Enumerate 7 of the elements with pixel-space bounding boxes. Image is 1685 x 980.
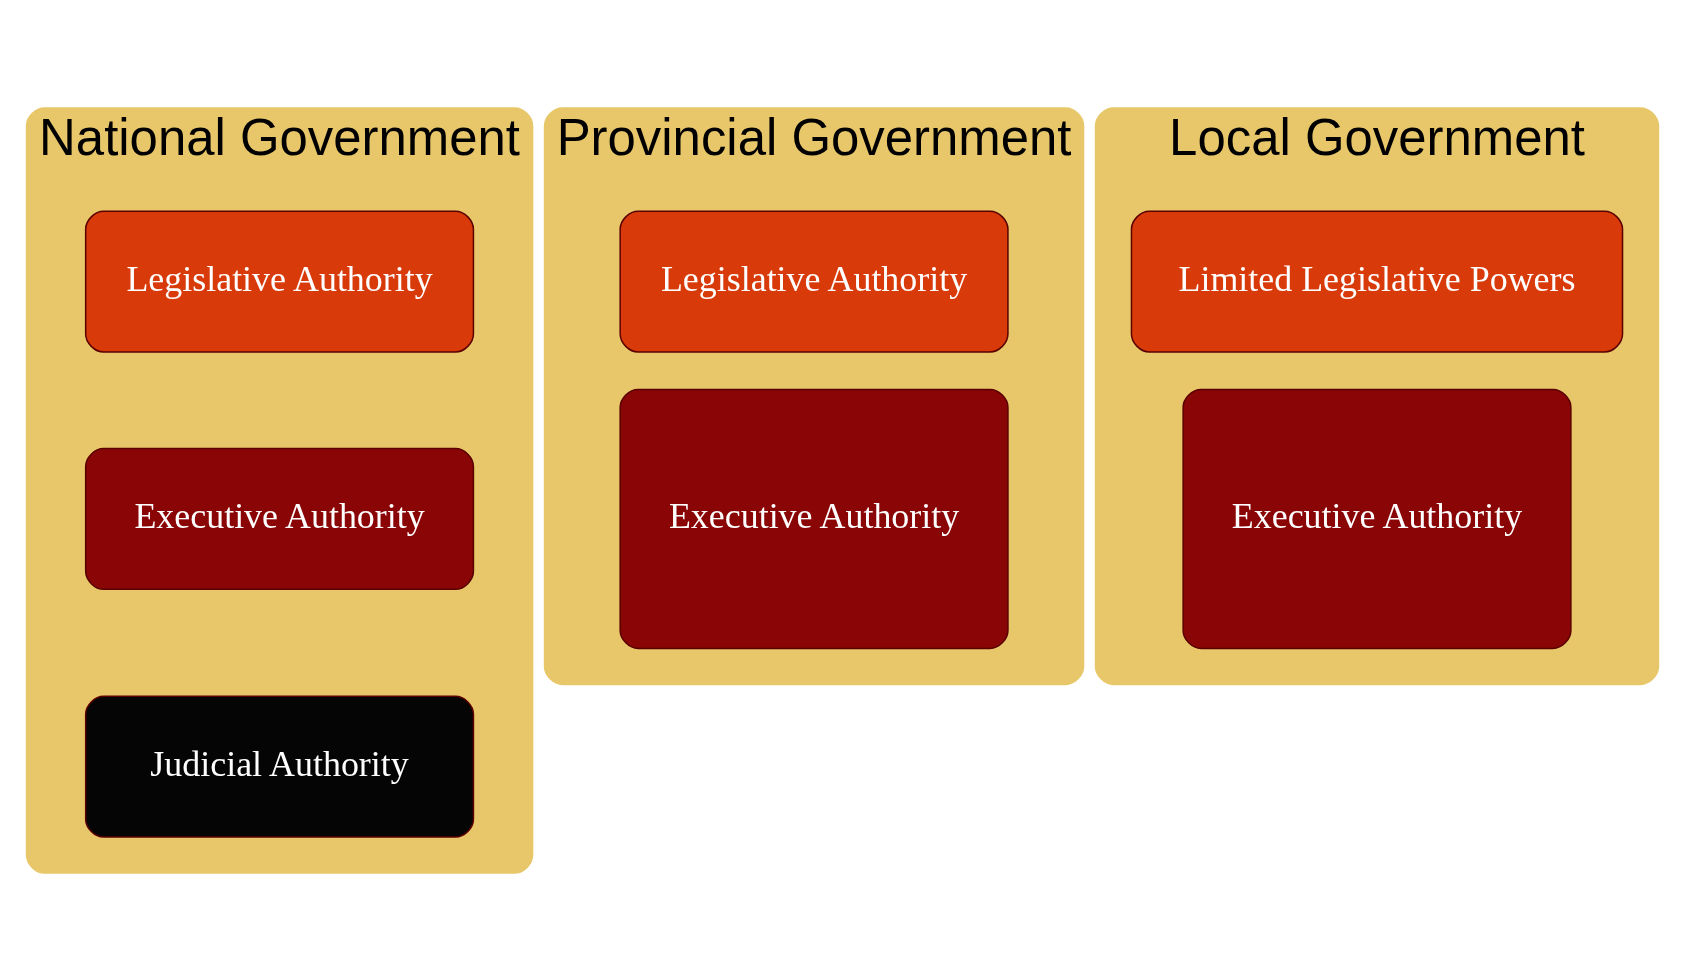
node-box: Legislative Authority — [619, 210, 1009, 353]
node-box: Legislative Authority — [84, 210, 475, 353]
node-box: Executive Authority — [1182, 388, 1572, 649]
node-box: Limited Legislative Powers — [1130, 210, 1624, 353]
node-box: Judicial Authority — [84, 695, 475, 838]
node-box: Executive Authority — [84, 447, 475, 590]
node-box: Executive Authority — [619, 388, 1009, 649]
